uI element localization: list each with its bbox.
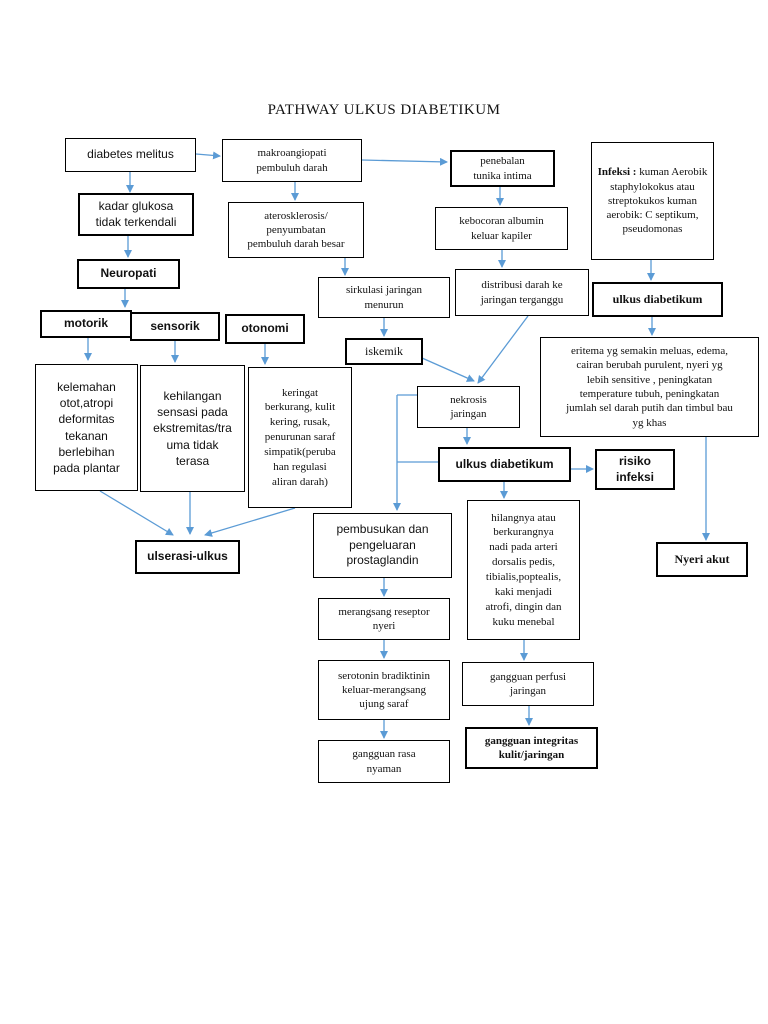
node-aterosklerosis: aterosklerosis/ penyumbatan pembuluh dar… [228,202,364,258]
node-kebocoran: kebocoran albumin keluar kapiler [435,207,568,250]
node-penebalan: penebalan tunika intima [450,150,555,187]
arrow-diabetes-to-makro [195,151,221,160]
node-distribusi: distribusi darah ke jaringan terganggu [455,269,589,316]
node-serotonin: serotonin bradiktinin keluar-merangsang … [318,660,450,720]
node-motorik: motorik [40,310,132,338]
node-hilangnya: hilangnya atau berkurangnya nadi pada ar… [467,500,580,640]
infeksi-text: kuman Aerobik staphylokokus atau strepto… [606,166,708,236]
arrow-makro-to-penebalan [361,157,448,166]
node-nekrosis: nekrosis jaringan [417,386,520,428]
node-gangguan-integritas: gangguan integritas kulit/jaringan [465,727,598,769]
arrow-keringat-to-ulserasi [204,507,296,537]
node-otonomi: otonomi [225,314,305,344]
node-kadar-glukosa: kadar glukosa tidak terkendali [78,193,194,236]
node-ulkus-diabetikum-center: ulkus diabetikum [438,447,571,482]
node-sensorik: sensorik [130,312,220,341]
node-keringat: keringat berkurang, kulit kering, rusak,… [248,367,352,508]
node-neuropati: Neuropati [77,259,180,289]
node-eritema: eritema yg semakin meluas, edema, cairan… [540,337,759,437]
infeksi-heading: Infeksi : [597,166,637,179]
node-pembusukan: pembusukan dan pengeluaran prostaglandin [313,513,452,578]
node-merangsang: merangsang reseptor nyeri [318,598,450,640]
arrow-distribusi-to-nekrosis [477,315,529,384]
node-ulserasi-ulkus: ulserasi-ulkus [135,540,240,574]
node-gangguan-rasa-nyaman: gangguan rasa nyaman [318,740,450,783]
node-nyeri-akut: Nyeri akut [656,542,748,577]
node-makroangiopati: makroangiopati pembuluh darah [222,139,362,182]
node-kehilangan: kehilangan sensasi pada ekstremitas/tra … [140,365,245,492]
node-risiko-infeksi: risiko infeksi [595,449,675,490]
node-sirkulasi: sirkulasi jaringan menurun [318,277,450,318]
node-ulkus-diabetikum-right: ulkus diabetikum [592,282,723,317]
node-kelemahan: kelemahan otot,atropi deformitas tekanan… [35,364,138,491]
node-infeksi: Infeksi : kuman Aerobik staphylokokus at… [591,142,714,260]
node-diabetes-melitus: diabetes melitus [65,138,196,172]
arrow-kelemahan-to-ulserasi [99,490,174,536]
arrow-iskemik-to-nekrosis [421,357,475,382]
page-title: PATHWAY ULKUS DIABETIKUM [267,102,501,118]
node-iskemik: iskemik [345,338,423,365]
node-gangguan-perfusi: gangguan perfusi jaringan [462,662,594,706]
